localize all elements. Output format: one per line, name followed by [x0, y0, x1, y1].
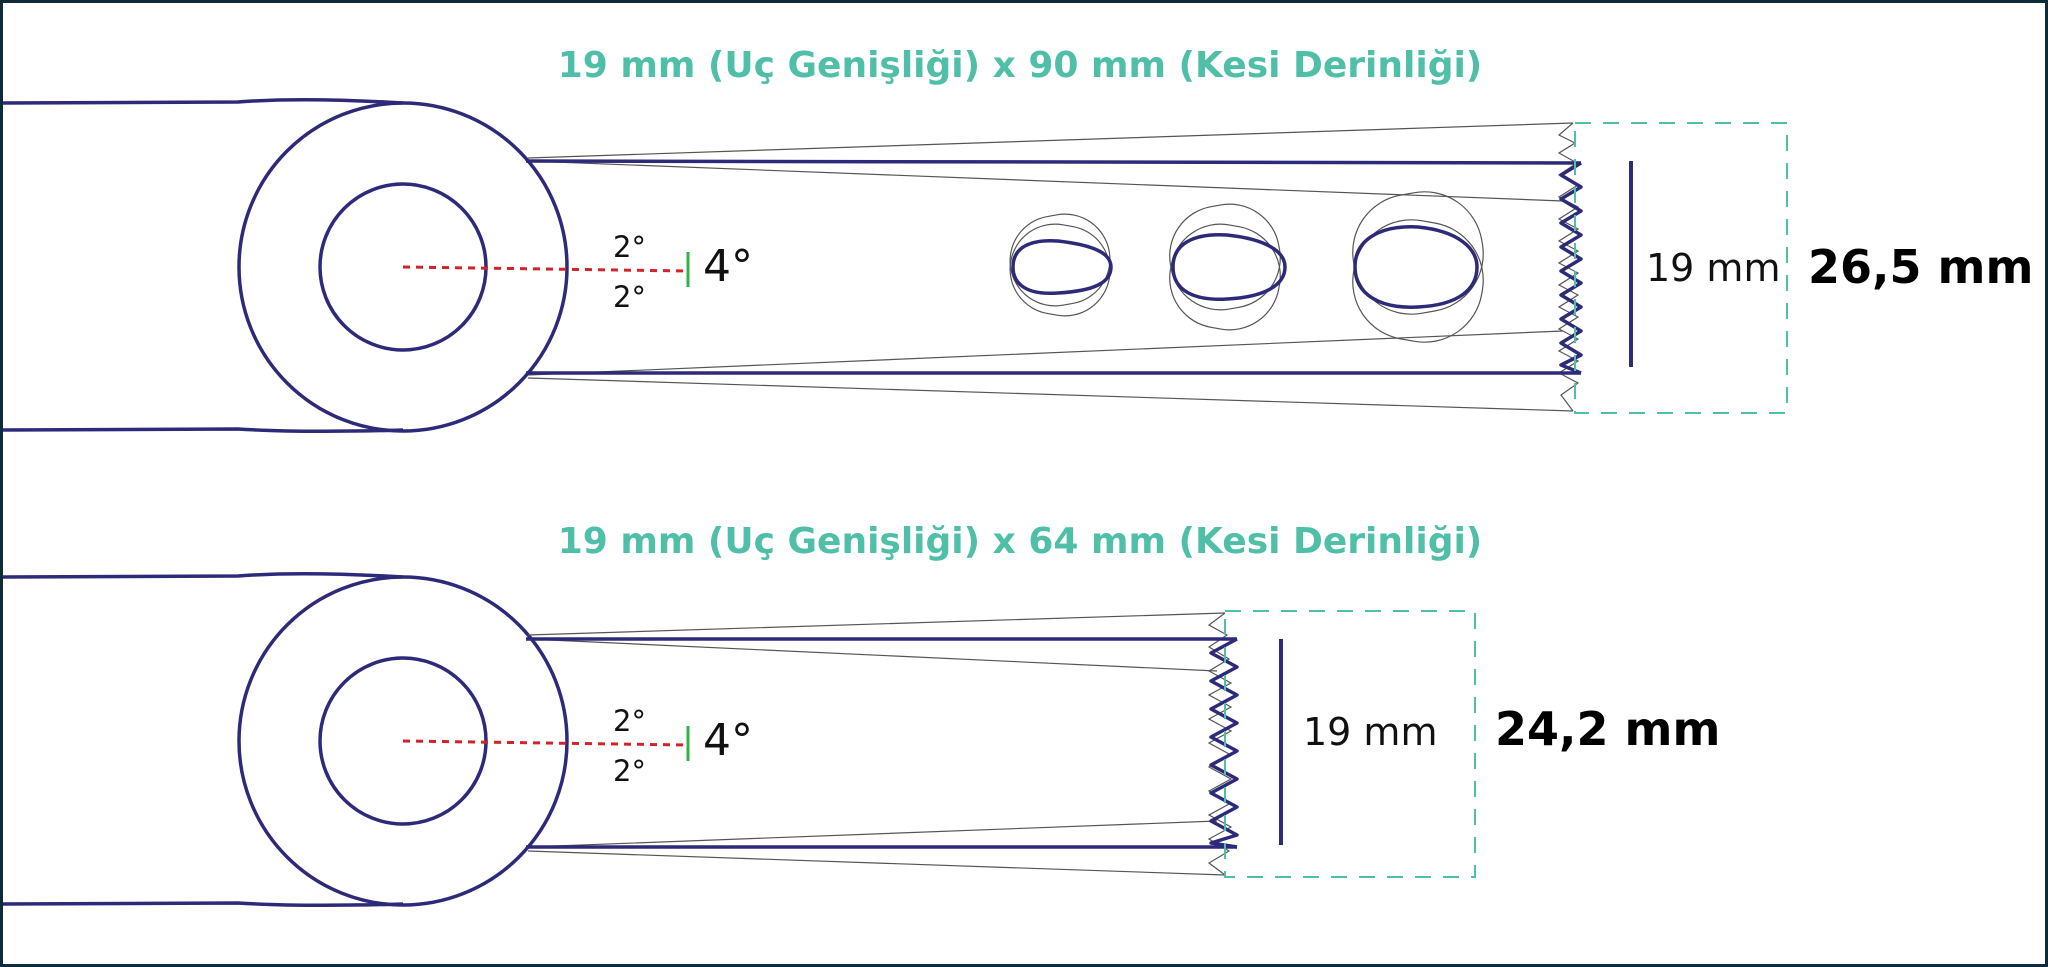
oscillation-envelope [527, 612, 1226, 876]
angle-lower-label: 2° [613, 754, 646, 788]
blade-shank [3, 97, 404, 434]
blade-width-label: 19 mm [1303, 710, 1437, 754]
angle-upper-label: 2° [613, 704, 646, 738]
diagram-title: 19 mm (Uç Genişliği) x 90 mm (Kesi Derin… [558, 45, 1483, 86]
blade-teeth [1209, 637, 1239, 849]
diagram-title: 19 mm (Uç Genişliği) x 64 mm (Kesi Derin… [558, 521, 1483, 562]
blade-teeth [1559, 161, 1583, 375]
blade-body [525, 159, 1582, 375]
blade-diagram-64mm: 19 mm (Uç Genişliği) x 64 mm (Kesi Derin… [3, 521, 1720, 908]
blade-diagram-canvas: 19 mm (Uç Genişliği) x 90 mm (Kesi Derin… [3, 45, 2033, 908]
oscillation-envelope [527, 122, 1574, 412]
blade-diagram-90mm: 19 mm (Uç Genişliği) x 90 mm (Kesi Derin… [3, 45, 2033, 434]
total-width-label: 24,2 mm [1495, 702, 1720, 756]
angle-total-label: 4° [703, 241, 753, 292]
angle-lower-label: 2° [613, 280, 646, 314]
hub-outer-circle [237, 101, 569, 433]
envelope-teeth [1207, 612, 1233, 876]
center-axis-line [402, 265, 689, 273]
blade-width-label: 19 mm [1646, 246, 1780, 290]
hub-outer-circle [237, 575, 569, 907]
total-width-dashed-box [1224, 610, 1476, 878]
angle-upper-label: 2° [613, 230, 646, 264]
center-axis-line [402, 739, 689, 747]
blade-shank [3, 571, 404, 908]
blade-slots [1011, 225, 1479, 309]
blade-body [526, 637, 1237, 849]
angle-total-label: 4° [703, 715, 753, 766]
slot-ghosts [1009, 191, 1484, 343]
total-width-label: 26,5 mm [1808, 240, 2033, 294]
